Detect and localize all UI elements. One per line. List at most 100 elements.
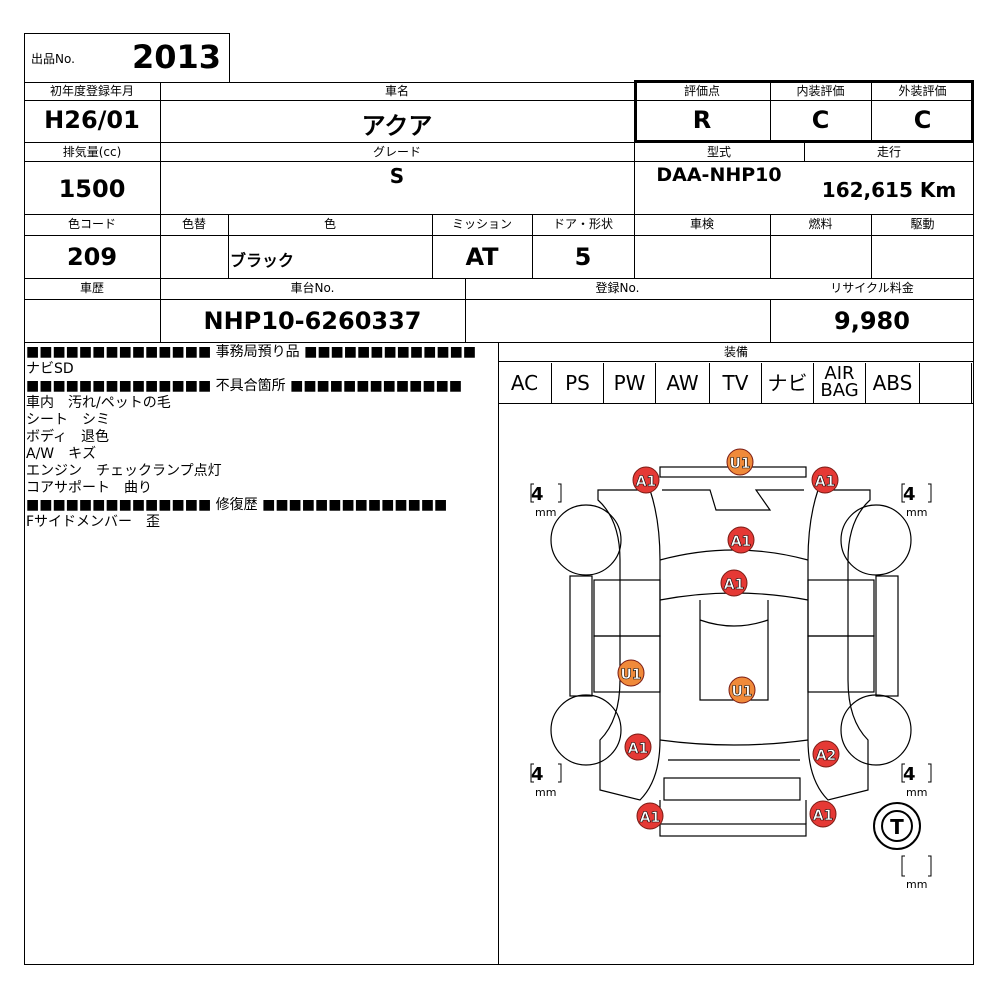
spare-tire [873, 802, 921, 850]
inspection-label: 車検 [689, 217, 714, 231]
tire-unit-rr: mm [906, 786, 927, 799]
interior-label: 内装評価 [796, 84, 845, 98]
first-reg-label: 初年度登録年月 [49, 84, 134, 98]
equip-airbag: AIR BAG [814, 363, 866, 403]
svg-text:U1: U1 [620, 667, 641, 683]
mileage-value: 162,615 Km [821, 178, 957, 202]
displacement-value: 1500 [58, 175, 126, 203]
equip-abs: ABS [866, 363, 920, 403]
doors-label: ドア・形状 [552, 217, 613, 231]
mileage-label: 走行 [876, 145, 901, 159]
tire-unit-spare: mm [906, 878, 927, 891]
tire-unit-fr: mm [906, 506, 927, 519]
listing-number: 2013 [131, 38, 221, 76]
tire-unit-rl: mm [535, 786, 556, 799]
grade-label: グレード [372, 145, 421, 159]
tires [550, 504, 921, 850]
damage-markers: U1 A1 A1 A1 A1 U1 U1 A1 A2 A1 A1 [617, 448, 840, 830]
tire-depth-rr: 4 [903, 764, 916, 785]
registration-label: 登録No. [595, 281, 640, 295]
svg-text:U1: U1 [731, 684, 752, 700]
recycle-label: リサイクル料金 [830, 281, 914, 295]
chassis-value: NHP10-6260337 [203, 307, 422, 335]
svg-text:A1: A1 [815, 474, 836, 490]
equip-pw: PW [604, 363, 656, 403]
notes-line: 車内 汚れ/ペットの毛 [26, 395, 171, 411]
score-value: R [692, 106, 712, 134]
listing-label: 出品No. [31, 52, 75, 66]
damage-marker: U1 [726, 448, 754, 476]
svg-text:A1: A1 [628, 741, 649, 757]
drive-label: 駆動 [910, 217, 935, 231]
notes-section-title: ■■■■■■■■■■■■■■ 修復歴 ■■■■■■■■■■■■■■ [26, 497, 448, 513]
car-damage-diagram: T 4 mm 4 mm 4 mm 4 mm mm U1 A1 A1 A1 A1 … [530, 448, 932, 891]
svg-text:A1: A1 [731, 534, 752, 550]
tire-rear-left [550, 694, 622, 766]
car-name-value: アクア [361, 112, 433, 140]
svg-text:A1: A1 [724, 577, 745, 593]
notes-line: コアサポート 曲り [26, 480, 152, 496]
recycle-value: 9,980 [834, 307, 910, 335]
equip-ac: AC [498, 363, 552, 403]
svg-text:A1: A1 [813, 808, 834, 824]
listing-box: 出品No. 2013 [24, 33, 230, 83]
notes-line: ボディ 退色 [26, 429, 110, 445]
car-name-label: 車名 [384, 84, 409, 98]
damage-marker: A1 [720, 569, 748, 597]
equip-navi: ナビ [762, 363, 814, 403]
exterior-value: C [913, 106, 932, 134]
repaint-label: 色替 [181, 217, 206, 231]
equipment-title: 装備 [723, 345, 748, 359]
notes-section-title: ■■■■■■■■■■■■■■ 不具合箇所 ■■■■■■■■■■■■■ [26, 378, 463, 394]
rating-box [634, 80, 974, 143]
notes-line: エンジン チェックランプ点灯 [26, 463, 222, 479]
car-outline [569, 466, 899, 837]
damage-marker: A1 [636, 802, 664, 830]
tire-brackets [530, 483, 932, 877]
equip-ps: PS [552, 363, 604, 403]
notes-line: ナビSD [26, 361, 74, 377]
history-label: 車歴 [79, 281, 104, 295]
equip-aw: AW [656, 363, 710, 403]
damage-marker: A1 [811, 466, 839, 494]
svg-text:A2: A2 [816, 748, 837, 764]
spare-tire-label: T [890, 815, 904, 839]
svg-text:U1: U1 [729, 456, 750, 472]
notes-line: シート シミ [26, 412, 110, 428]
equip-tv: TV [710, 363, 762, 403]
doors-value: 5 [574, 243, 592, 271]
notes-panel: ■■■■■■■■■■■■■■ 事務局預り品 ■■■■■■■■■■■■■ ナビSD… [26, 344, 498, 531]
notes-line: A/W キズ [26, 446, 97, 462]
color-code-value: 209 [66, 243, 118, 271]
damage-marker: U1 [617, 659, 645, 687]
color-label: 色 [323, 217, 336, 231]
color-code-label: 色コード [67, 217, 116, 231]
notes-section-title: ■■■■■■■■■■■■■■ 事務局預り品 ■■■■■■■■■■■■■ [26, 344, 477, 360]
tire-depth-fl: 4 [531, 484, 544, 505]
equip-blank [920, 363, 972, 403]
interior-value: C [811, 106, 830, 134]
exterior-label: 外装評価 [898, 84, 947, 98]
model-label: 型式 [706, 145, 731, 159]
sheet-frame [24, 82, 974, 965]
first-reg-value: H26/01 [44, 106, 140, 134]
spare-tire-inner [881, 810, 913, 842]
chassis-label: 車台No. [290, 281, 335, 295]
score-label: 評価点 [683, 84, 720, 98]
damage-marker: A1 [632, 466, 660, 494]
tire-depth-fr: 4 [903, 484, 916, 505]
tire-depths: 4 mm 4 mm 4 mm 4 mm mm [531, 484, 927, 891]
tire-rear-right [840, 694, 912, 766]
notes-line: Fサイドメンバー 歪 [26, 514, 161, 530]
fuel-label: 燃料 [808, 217, 833, 231]
tire-front-right [840, 504, 912, 576]
displacement-label: 排気量(cc) [62, 145, 122, 159]
damage-marker: A2 [812, 740, 840, 768]
tire-depth-rl: 4 [531, 764, 544, 785]
tire-front-left [550, 504, 622, 576]
damage-marker: U1 [728, 676, 756, 704]
damage-marker: A1 [624, 733, 652, 761]
svg-text:A1: A1 [640, 810, 661, 826]
grade-value: S [389, 164, 405, 188]
transmission-value: AT [465, 243, 499, 271]
